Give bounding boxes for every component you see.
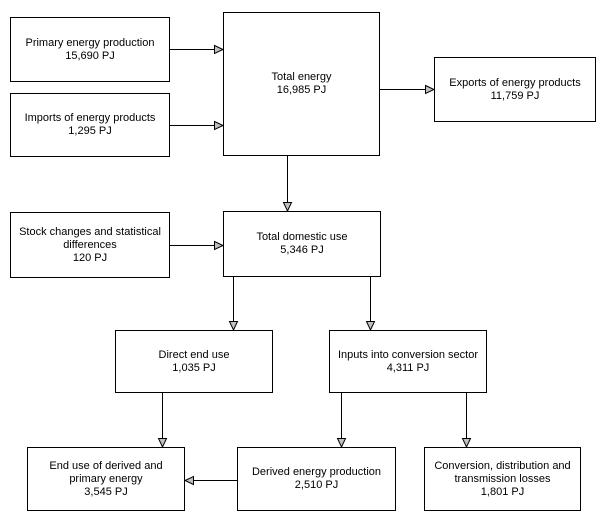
node-value: 120 PJ: [72, 251, 108, 264]
node-exports-of-energy-products: Exports of energy products 11,759 PJ: [434, 57, 596, 122]
node-value: 5,346 PJ: [280, 244, 324, 256]
node-derived-energy-production: Derived energy production 2,510 PJ: [237, 447, 396, 511]
node-value: 1,295 PJ: [68, 125, 112, 137]
node-value: 3,545 PJ: [84, 485, 128, 498]
node-value: 4,311 PJ: [386, 361, 430, 374]
node-stock-changes-statistical-differences: Stock changes and statistical difference…: [10, 212, 170, 278]
node-primary-energy-production: Primary energy production 15,690 PJ: [10, 17, 170, 82]
node-value: 1,801 PJ: [480, 485, 525, 498]
node-label: End use of derived and primary energy: [49, 459, 163, 485]
node-label: Total energy: [271, 71, 332, 83]
node-value: 1,035 PJ: [172, 361, 216, 374]
node-inputs-into-conversion-sector: Inputs into conversion sector 4,311 PJ: [329, 330, 487, 393]
node-label: Total domestic use: [256, 231, 348, 243]
node-value: 16,985 PJ: [276, 84, 327, 96]
node-label: Imports of energy products: [24, 112, 156, 124]
node-direct-end-use: Direct end use 1,035 PJ: [115, 330, 273, 393]
node-conversion-distribution-transmission-losses: Conversion, distribution and transmissio…: [424, 447, 581, 511]
node-total-domestic-use: Total domestic use 5,346 PJ: [223, 211, 381, 277]
node-value: 2,510 PJ: [294, 479, 339, 491]
node-label: Derived energy production: [251, 466, 382, 478]
node-label: Inputs into conversion sector: [337, 348, 479, 361]
node-end-use-of-derived-and-primary-energy: End use of derived and primary energy 3,…: [27, 447, 185, 511]
node-label: Exports of energy products: [449, 76, 581, 89]
node-label: Primary energy production: [25, 36, 155, 49]
node-label: Conversion, distribution and transmissio…: [434, 459, 571, 485]
node-imports-of-energy-products: Imports of energy products 1,295 PJ: [10, 93, 170, 157]
node-total-energy: Total energy 16,985 PJ: [223, 12, 380, 156]
node-label: Direct end use: [158, 348, 230, 361]
node-value: 15,690 PJ: [65, 49, 115, 62]
node-label: Stock changes and statistical difference…: [19, 225, 161, 251]
node-value: 11,759 PJ: [490, 89, 540, 102]
